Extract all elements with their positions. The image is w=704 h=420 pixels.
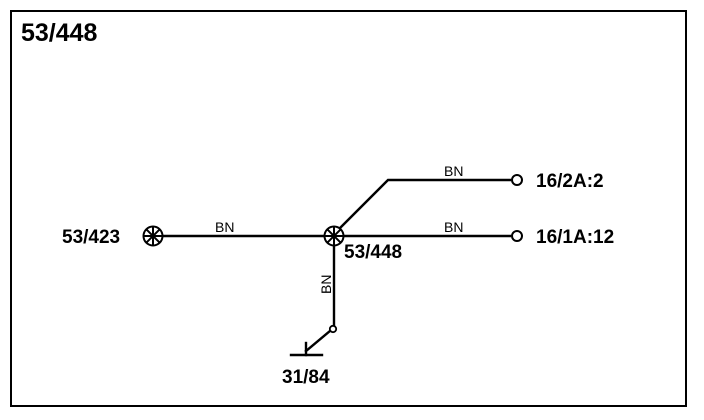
wire-upper-right[interactable] [338, 178, 512, 230]
ground-switch-arm [304, 329, 332, 353]
connector-top-pin-icon[interactable] [511, 174, 523, 186]
label-ground: 31/84 [282, 367, 330, 388]
wire-label-upper-right: BN [444, 163, 463, 179]
label-connector-top: 16/2A:2 [536, 171, 604, 192]
connector-right-pin-icon[interactable] [511, 230, 523, 242]
label-splice-center: 53/448 [344, 242, 402, 263]
wire-label-down: BN [318, 275, 334, 294]
wire-label-lower-right: BN [444, 219, 463, 235]
splice-center-icon[interactable] [323, 225, 345, 247]
diagram-title: 53/448 [21, 19, 98, 47]
ground-switch-contact [328, 324, 338, 334]
splice-left-icon[interactable] [142, 225, 164, 247]
label-splice-left: 53/423 [62, 227, 120, 248]
diagram-frame [10, 10, 687, 407]
label-connector-right: 16/1A:12 [536, 227, 614, 248]
wire-label-left: BN [215, 219, 234, 235]
